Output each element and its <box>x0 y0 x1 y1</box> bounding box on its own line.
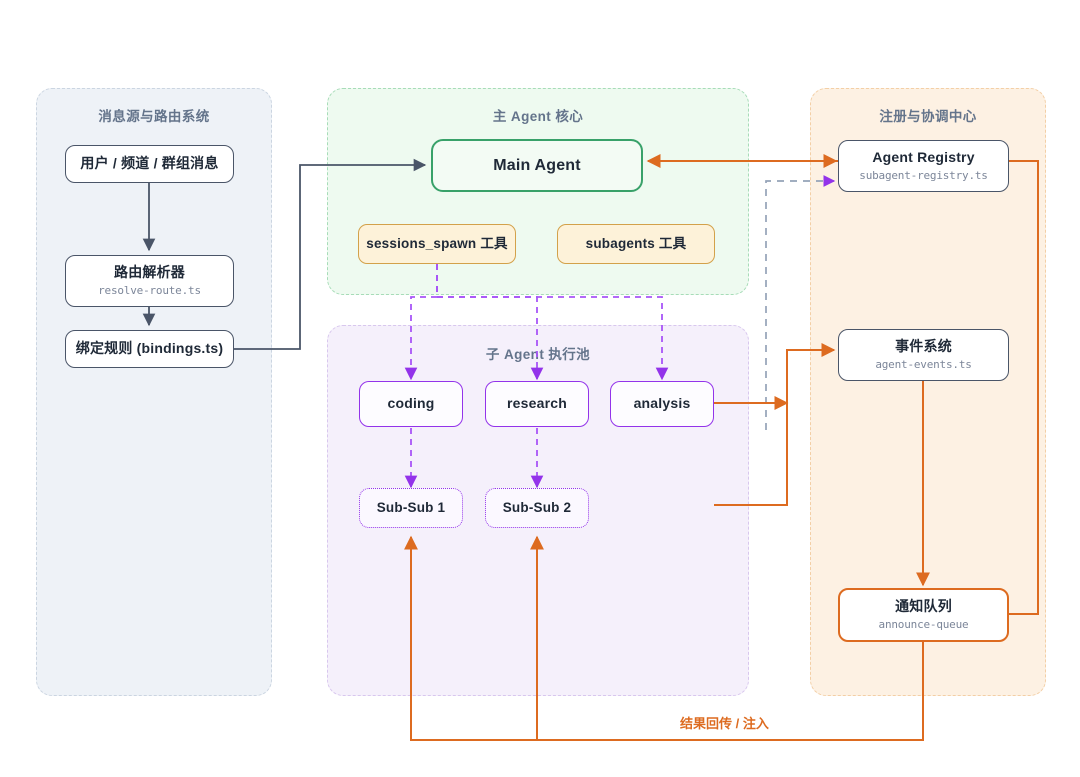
node-sub-sub-2-title: Sub-Sub 2 <box>502 499 572 515</box>
node-announce-queue-title: 通知队列 <box>895 597 952 614</box>
node-subagents-tool[interactable]: subagents 工具 <box>557 224 715 264</box>
node-message-source[interactable]: 用户 / 频道 / 群组消息 <box>65 145 234 183</box>
panel-title-main-agent-core: 主 Agent 核心 <box>492 109 584 124</box>
node-route-resolver-title: 路由解析器 <box>114 263 185 280</box>
node-event-system[interactable]: 事件系统 agent-events.ts <box>838 329 1009 381</box>
node-agent-registry-title: Agent Registry <box>872 148 975 165</box>
panel-title-subagent-pool: 子 Agent 执行池 <box>485 347 591 362</box>
node-announce-queue-subtitle: announce-queue <box>878 618 969 632</box>
node-sub-sub-1-title: Sub-Sub 1 <box>376 499 446 515</box>
node-sub-sub-1[interactable]: Sub-Sub 1 <box>359 488 463 528</box>
node-event-system-title: 事件系统 <box>895 337 952 354</box>
node-main-agent-title: Main Agent <box>493 156 581 174</box>
panel-title-registry-coordination: 注册与协调中心 <box>879 109 977 124</box>
node-event-system-subtitle: agent-events.ts <box>875 358 972 372</box>
node-sessions-spawn-tool-title: sessions_spawn 工具 <box>366 235 508 251</box>
node-subagent-analysis[interactable]: analysis <box>610 381 714 427</box>
node-subagents-tool-title: subagents 工具 <box>585 235 687 251</box>
node-main-agent[interactable]: Main Agent <box>431 139 643 192</box>
node-agent-registry[interactable]: Agent Registry subagent-registry.ts <box>838 140 1009 192</box>
node-sessions-spawn-tool[interactable]: sessions_spawn 工具 <box>358 224 516 264</box>
node-announce-queue[interactable]: 通知队列 announce-queue <box>838 588 1009 642</box>
node-route-resolver[interactable]: 路由解析器 resolve-route.ts <box>65 255 234 307</box>
node-message-source-title: 用户 / 频道 / 群组消息 <box>80 155 219 172</box>
node-subagent-coding-title: coding <box>387 395 435 412</box>
edge-label-result-return: 结果回传 / 注入 <box>680 716 769 731</box>
node-subagent-research-title: research <box>507 395 567 412</box>
node-sub-sub-2[interactable]: Sub-Sub 2 <box>485 488 589 528</box>
node-subagent-analysis-title: analysis <box>633 395 691 412</box>
panel-title-message-routing: 消息源与路由系统 <box>98 109 210 124</box>
node-agent-registry-subtitle: subagent-registry.ts <box>859 169 988 183</box>
panel-message-routing: 消息源与路由系统 <box>36 88 272 696</box>
node-subagent-research[interactable]: research <box>485 381 589 427</box>
node-binding-rules[interactable]: 绑定规则 (bindings.ts) <box>65 330 234 368</box>
node-route-resolver-subtitle: resolve-route.ts <box>98 284 201 298</box>
node-binding-rules-title: 绑定规则 (bindings.ts) <box>75 340 224 357</box>
node-subagent-coding[interactable]: coding <box>359 381 463 427</box>
